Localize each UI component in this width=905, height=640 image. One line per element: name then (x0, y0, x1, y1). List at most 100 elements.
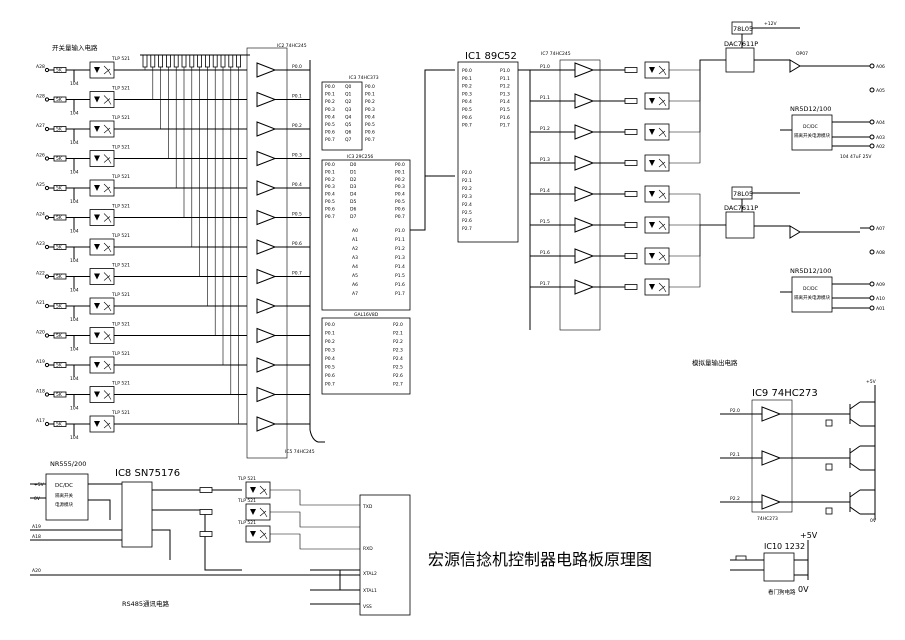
pullup-resistor (173, 54, 179, 68)
ic7-buffer (574, 279, 595, 295)
ic1-txd: TXD (362, 504, 373, 510)
ic7-buffer (574, 186, 595, 202)
input-opto-led (94, 421, 100, 427)
input-opto-box (89, 238, 115, 256)
dac1-box (725, 47, 755, 73)
eprom-pin-out: P0.0 (395, 162, 405, 168)
input-terminal (44, 274, 50, 279)
nr2-box (791, 276, 833, 313)
out-opto-wire (669, 224, 726, 288)
eprom-pin-p1: P1.5 (395, 273, 405, 279)
ic9-buffer (761, 406, 782, 422)
ao-label-9: A10 (876, 296, 885, 302)
rs485-opto-led (250, 487, 256, 493)
cap-label: 104 (70, 288, 79, 294)
relay-diode (825, 463, 833, 471)
opto-label: TLP 521 (111, 115, 130, 121)
ic1-pin-p1: P1.4 (500, 99, 510, 105)
ao-label-5: A02 (876, 144, 885, 150)
eprom-pin-p0: P0.0 (325, 162, 335, 168)
nr1-lines (780, 121, 870, 147)
ic7-outline (559, 59, 601, 331)
out-opto-box (644, 247, 670, 265)
nr1-caps: 104 47uF 25V (840, 154, 872, 160)
eprom-pin-a: A3 (352, 255, 358, 261)
eprom-pin-p1: P1.1 (395, 237, 405, 243)
cap-label: 104 (70, 376, 79, 382)
input-wire (49, 423, 90, 436)
ic10-res (735, 555, 747, 561)
ao-label-3: A04 (876, 120, 885, 126)
opto-label: TLP 521 (111, 292, 130, 298)
nr555-sub: 隔离开关 (55, 492, 73, 499)
ic9-sub-label: 74HC273 (757, 516, 778, 522)
input-opto-led (94, 244, 100, 250)
eprom-pin-d: D4 (350, 192, 356, 198)
ic3-pin-q: Q5 (345, 122, 352, 128)
rs485-opto-led (250, 509, 256, 515)
ic1-pin-p1: P1.3 (500, 91, 510, 97)
ao-terminal-1 (869, 63, 875, 69)
input-label: A28 (36, 94, 45, 100)
eprom-label: IC3 29C256 (347, 154, 373, 160)
rs485-resistor (199, 531, 213, 537)
nr555-lines (30, 483, 122, 520)
out-resistor (624, 284, 638, 290)
input-terminal (44, 303, 50, 309)
ic1-xtal1: XTAL1 (363, 588, 377, 594)
ic5-buffer (256, 357, 277, 373)
ic8-box (121, 481, 153, 548)
input-terminal (44, 333, 50, 338)
eprom-pin-out: P0.4 (395, 192, 405, 198)
pullup-resistor (189, 54, 195, 68)
input-opto-box (89, 415, 115, 433)
ic7-port-label: P1.2 (540, 126, 550, 132)
eprom-pin-a: A6 (352, 282, 358, 288)
ao-label-8: A09 (876, 282, 885, 288)
out-resistor (624, 191, 638, 197)
ic10-lines (730, 540, 809, 580)
cap-label: 104 (70, 81, 79, 87)
input-opto-transistor (103, 360, 112, 371)
input-opto-led (94, 126, 100, 132)
rs485-opto-label: TLP 521 (237, 476, 256, 482)
ic9-buffer (761, 450, 782, 466)
eprom-pin-out: P0.6 (395, 206, 405, 212)
ic7-port-label: P1.0 (540, 64, 550, 70)
ic5-buffer (256, 327, 277, 344)
ic1-pin-p0: P0.0 (462, 68, 472, 74)
relay-transistor (849, 401, 875, 427)
input-terminal (44, 97, 50, 102)
cap-label: 104 (70, 170, 79, 176)
nr555-box (45, 473, 89, 521)
ic5-buffer (256, 180, 277, 196)
input-opto-box (89, 150, 115, 167)
pullup-resistor (165, 54, 171, 68)
ic7-buffer (574, 155, 595, 171)
diagram-title: 宏源信捻机控制器电路板原理图 (428, 550, 652, 569)
ao-terminal-8 (869, 281, 875, 287)
eprom-pin-p1: P1.3 (395, 255, 405, 261)
ic3-pin-out: P0.3 (365, 107, 375, 113)
pullup-resistor-bank (140, 54, 250, 424)
ic7-buffer (574, 124, 595, 140)
ic5-port-label: P0.7 (292, 271, 302, 277)
ic1-pin-p0: P0.4 (462, 99, 472, 105)
input-opto-transistor (103, 419, 112, 430)
ic3-pin-q: Q4 (345, 114, 352, 120)
out-resistor (624, 67, 638, 73)
input-label: A23 (36, 241, 45, 247)
ao-label-4: A03 (876, 135, 885, 141)
input-label: A25 (36, 182, 45, 188)
resistor-label: 5K (56, 333, 63, 339)
ic1-pin-p1: P1.0 (500, 68, 510, 74)
ic5-top-label: IC2 74HC245 (277, 43, 307, 49)
out-opto-transistor (658, 251, 667, 262)
input-wire (49, 246, 90, 259)
eprom-pin-d: D3 (350, 184, 356, 190)
out-resistor (624, 98, 638, 104)
rs485-a13: A19 (32, 524, 41, 530)
pullup-resistor (197, 54, 203, 68)
ic3-pin-in: P0.5 (325, 122, 335, 128)
